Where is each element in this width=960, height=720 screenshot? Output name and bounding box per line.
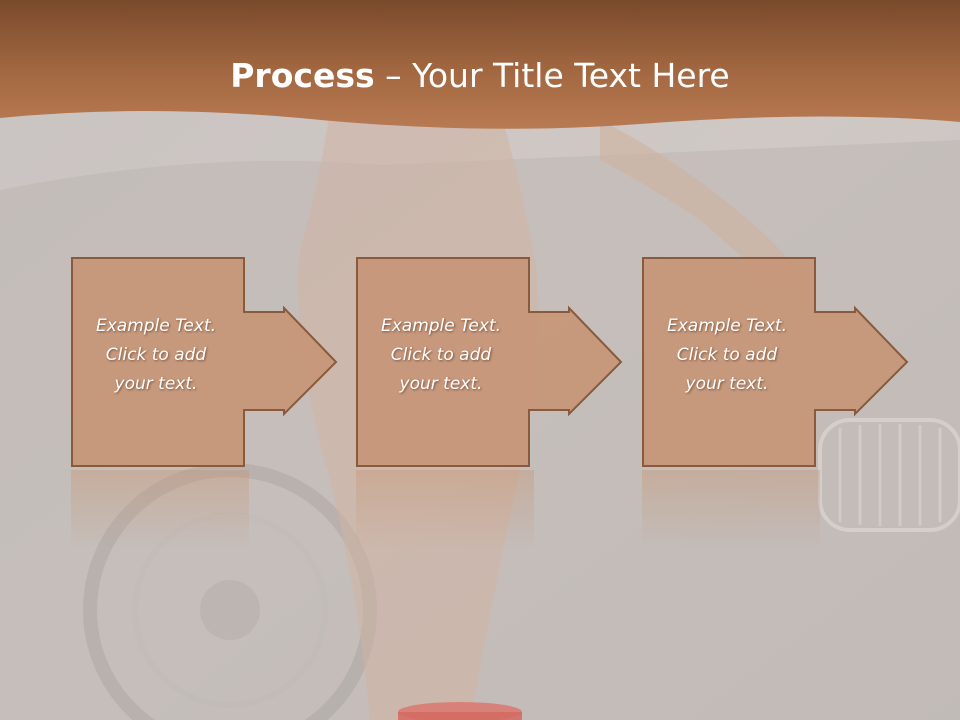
title-rest: – Your Title Text Here (374, 56, 730, 95)
step-2-line-3: your text. (399, 374, 483, 394)
step-3-line-1: Example Text. (666, 316, 788, 336)
slide-title[interactable]: Process – Your Title Text Here (0, 52, 960, 100)
step-2-line-2: Click to add (390, 345, 492, 365)
process-step-1[interactable]: Example Text. Click to add your text. (70, 256, 342, 468)
step-1-line-1: Example Text. (95, 316, 217, 336)
step-3-line-3: your text. (685, 374, 769, 394)
step-3-text: Example Text. Click to add your text. (645, 312, 809, 399)
step-2-reflection (356, 470, 534, 550)
step-1-text: Example Text. Click to add your text. (74, 312, 238, 399)
step-1-arrow-box (71, 257, 338, 467)
step-3-line-2: Click to add (676, 345, 778, 365)
title-bold: Process (230, 56, 375, 95)
step-3-arrow-box (642, 257, 909, 467)
title-band (0, 0, 960, 129)
step-1-line-2: Click to add (105, 345, 207, 365)
step-1-reflection (71, 470, 249, 550)
step-2-line-1: Example Text. (380, 316, 502, 336)
step-2-text: Example Text. Click to add your text. (359, 312, 523, 399)
step-3-reflection (642, 470, 820, 550)
step-1-line-3: your text. (114, 374, 198, 394)
process-step-2[interactable]: Example Text. Click to add your text. (355, 256, 627, 468)
step-2-arrow-box (356, 257, 623, 467)
process-step-3[interactable]: Example Text. Click to add your text. (641, 256, 913, 468)
